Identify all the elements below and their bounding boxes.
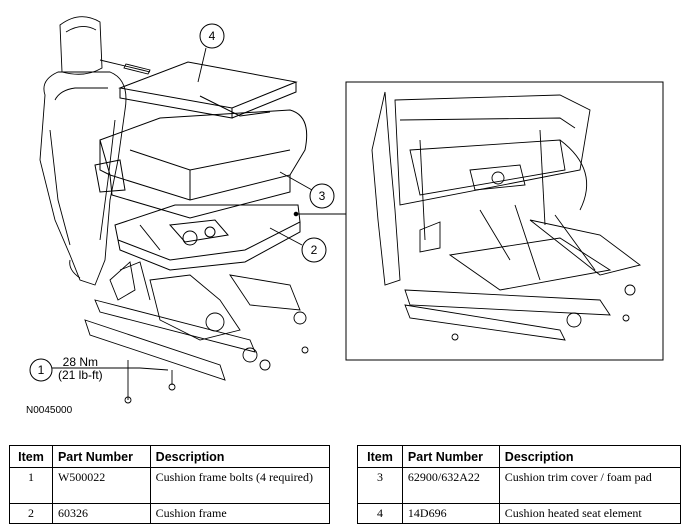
cell-part-number: 60326 [51,503,151,524]
cell-item: 4 [357,503,403,524]
callout-circle-3: 3 [309,183,335,209]
header-part-number: Part Number [51,445,151,468]
cell-description: Cushion frame [149,503,331,524]
parts-table-right: Item Part Number Description 3 62900/632… [357,445,682,524]
table-row: 1 W500022 Cushion frame bolts (4 require… [9,467,331,504]
callout-circle-2: 2 [301,237,327,263]
figure-id: N0045000 [26,405,73,416]
seat-cushion-exploded-diagram: 4 3 2 1 [29,16,664,404]
table-row: 4 14D696 Cushion heated seat element [357,503,682,524]
torque-spec: 28 Nm (21 lb-ft) [58,356,103,382]
cell-item: 1 [9,467,53,504]
callout-2-label: 2 [311,243,318,257]
callout-leaders [52,47,313,371]
cell-item: 3 [357,467,403,504]
heated-seat-element [118,61,298,119]
cell-description: Cushion trim cover / foam pad [498,467,682,504]
cushion-trim-cover [94,109,308,219]
header-item: Item [357,445,403,468]
header-item: Item [9,445,53,468]
header-description: Description [149,445,331,468]
table-row: 3 62900/632A22 Cushion trim cover / foam… [357,467,682,504]
torque-value-alt: (21 lb-ft) [58,368,103,382]
cell-part-number: 62900/632A22 [401,467,500,504]
cell-item: 2 [9,503,53,524]
cushion-frame [114,204,301,271]
seat-back-illustration [39,16,151,286]
cell-description: Cushion frame bolts (4 required) [149,467,331,504]
callout-4-label: 4 [209,29,216,43]
table-header-row: Item Part Number Description [357,445,682,468]
callout-circle-1: 1 [29,358,53,382]
cell-part-number: W500022 [51,467,151,504]
detail-inset [345,81,664,361]
table-row: 2 60326 Cushion frame [9,503,331,524]
callout-circle-4: 4 [199,23,225,49]
cell-description: Cushion heated seat element [498,503,682,524]
header-description: Description [498,445,682,468]
callout-1-label: 1 [38,363,45,377]
header-part-number: Part Number [401,445,500,468]
table-header-row: Item Part Number Description [9,445,331,468]
cell-part-number: 14D696 [401,503,500,524]
parts-table-left: Item Part Number Description 1 W500022 C… [9,445,331,524]
seat-track-mechanism [84,261,309,404]
callout-3-label: 3 [319,189,326,203]
torque-value: 28 Nm [62,355,99,369]
